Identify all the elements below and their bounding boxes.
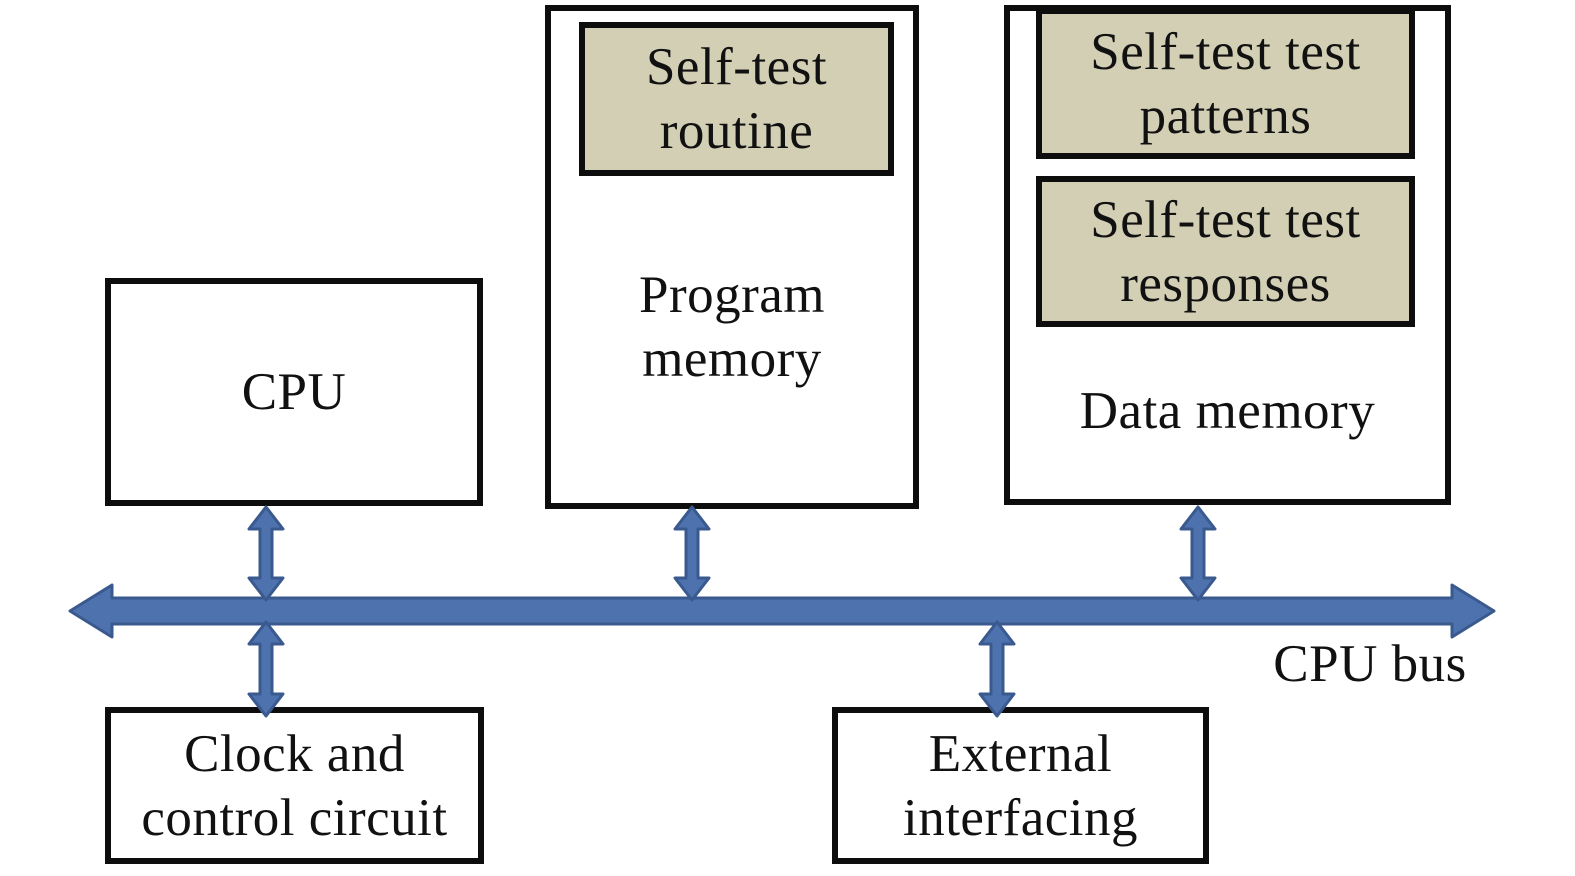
connector-data-memory-bus xyxy=(1179,505,1217,602)
cpu-label: CPU xyxy=(241,363,347,421)
connector-bus-clock xyxy=(247,620,285,718)
external-interfacing-label: External interfacing xyxy=(902,724,1139,847)
self-test-routine-box: Self-test routine xyxy=(579,22,894,176)
self-test-patterns-label: Self-test test patterns xyxy=(1090,22,1361,145)
clock-control-box: Clock and control circuit xyxy=(105,707,484,864)
clock-control-label: Clock and control circuit xyxy=(141,724,448,847)
self-test-responses-box: Self-test test responses xyxy=(1036,176,1415,327)
connector-program-memory-bus xyxy=(673,505,711,602)
self-test-responses-label: Self-test test responses xyxy=(1090,190,1361,313)
cpu-box: CPU xyxy=(105,278,483,506)
connector-cpu-bus xyxy=(247,505,285,602)
program-memory-label: Program memory xyxy=(638,266,826,388)
cpu-bus-arrow xyxy=(68,583,1496,639)
connector-bus-external xyxy=(978,620,1016,718)
external-interfacing-box: External interfacing xyxy=(832,707,1209,864)
self-test-patterns-box: Self-test test patterns xyxy=(1036,8,1415,159)
cpu-bus-label: CPU bus xyxy=(1273,635,1467,693)
data-memory-label: Data memory xyxy=(1079,382,1376,440)
self-test-routine-label: Self-test routine xyxy=(645,38,828,160)
